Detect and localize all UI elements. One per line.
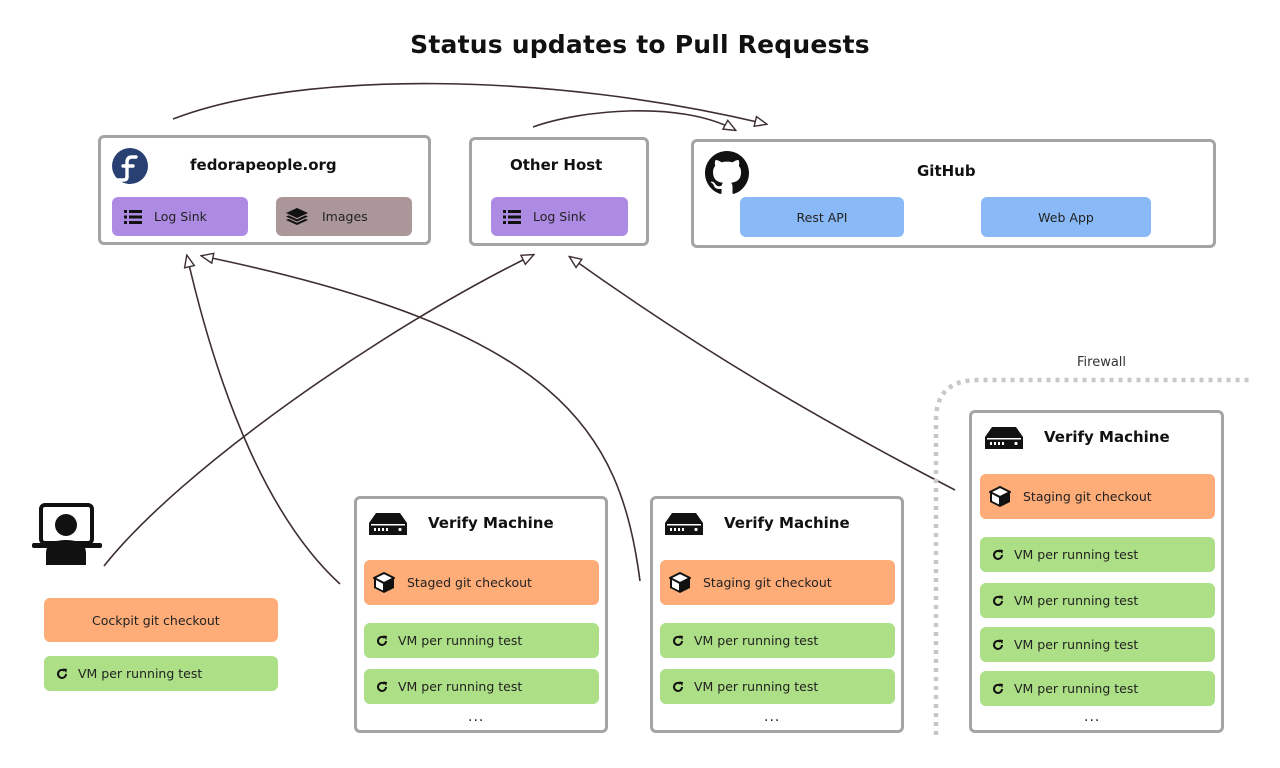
- verify-1-vm-2: VM per running test: [364, 669, 599, 704]
- developer-checkout-label: Cockpit git checkout: [92, 612, 220, 628]
- fedora-log-sink-label: Log Sink: [154, 209, 207, 224]
- verify-3-vm-1: VM per running test: [980, 537, 1215, 572]
- verify-1-checkout-label: Staged git checkout: [407, 575, 532, 590]
- web-app-label: Web App: [1038, 209, 1094, 225]
- verify-1-vm-1: VM per running test: [364, 623, 599, 658]
- refresh-icon: [56, 668, 68, 680]
- fedora-logo-icon: [111, 147, 149, 189]
- verify-3-vm-2-label: VM per running test: [1014, 593, 1139, 608]
- other-host-box: Other Host Log Sink: [469, 137, 649, 246]
- arrow-verify2-to-fedora: [202, 256, 641, 582]
- server-icon: [985, 427, 1023, 453]
- cube-icon: [373, 571, 395, 594]
- verify-3-checkout: Staging git checkout: [980, 474, 1215, 519]
- refresh-icon: [672, 635, 684, 647]
- verify-3-vm-4: VM per running test: [980, 671, 1215, 706]
- github-web-app: Web App: [981, 197, 1151, 237]
- refresh-icon: [376, 681, 388, 693]
- firewall-label: Firewall: [1077, 355, 1127, 370]
- other-host-title: Other Host: [510, 156, 603, 174]
- rest-api-label: Rest API: [796, 209, 848, 225]
- otherhost-log-sink-label: Log Sink: [533, 209, 586, 224]
- github-logo-icon: [705, 151, 749, 199]
- github-rest-api: Rest API: [740, 197, 904, 237]
- fedora-images-label: Images: [322, 209, 368, 224]
- verify-2-vm-1: VM per running test: [660, 623, 895, 658]
- verify-2-more: ...: [764, 709, 781, 725]
- laptop-user-icon: [32, 503, 102, 569]
- verify-1-vm-1-label: VM per running test: [398, 633, 523, 648]
- verify-3-vm-3-label: VM per running test: [1014, 637, 1139, 652]
- firewall-line: [933, 377, 1252, 735]
- verify-2-checkout-label: Staging git checkout: [703, 575, 832, 590]
- arrow-verify3-to-otherhost: [570, 257, 956, 491]
- verify-1-checkout: Staged git checkout: [364, 560, 599, 605]
- verify-3-vm-3: VM per running test: [980, 627, 1215, 662]
- verify-machine-2: Verify Machine Staging git checkout VM p…: [650, 496, 904, 733]
- verify-machine-2-title: Verify Machine: [724, 514, 850, 532]
- list-icon: [124, 209, 142, 224]
- verify-1-vm-2-label: VM per running test: [398, 679, 523, 694]
- server-icon: [369, 513, 407, 539]
- cube-icon: [669, 571, 691, 594]
- refresh-icon: [992, 683, 1004, 695]
- developer-vm-label: VM per running test: [78, 666, 203, 681]
- otherhost-log-sink: Log Sink: [491, 197, 628, 236]
- refresh-icon: [672, 681, 684, 693]
- layers-icon: [286, 207, 308, 226]
- verify-2-vm-1-label: VM per running test: [694, 633, 819, 648]
- fedora-log-sink: Log Sink: [112, 197, 248, 236]
- verify-machine-3-title: Verify Machine: [1044, 428, 1170, 446]
- cube-icon: [989, 485, 1011, 508]
- verify-3-vm-1-label: VM per running test: [1014, 547, 1139, 562]
- verify-machine-3: Verify Machine Staging git checkout VM p…: [969, 410, 1224, 733]
- verify-machine-1-title: Verify Machine: [428, 514, 554, 532]
- refresh-icon: [992, 549, 1004, 561]
- refresh-icon: [992, 595, 1004, 607]
- fedora-images: Images: [276, 197, 412, 236]
- fedorapeople-title: fedorapeople.org: [190, 156, 337, 174]
- verify-2-checkout: Staging git checkout: [660, 560, 895, 605]
- refresh-icon: [376, 635, 388, 647]
- fedorapeople-box: fedorapeople.org Log Sink Images: [98, 135, 431, 245]
- verify-3-vm-4-label: VM per running test: [1014, 681, 1139, 696]
- verify-3-more: ...: [1084, 709, 1101, 725]
- list-icon: [503, 209, 521, 224]
- verify-machine-1: Verify Machine Staged git checkout VM pe…: [354, 496, 608, 733]
- github-title: GitHub: [917, 162, 976, 180]
- verify-1-more: ...: [468, 709, 485, 725]
- server-icon: [665, 513, 703, 539]
- verify-2-vm-2-label: VM per running test: [694, 679, 819, 694]
- arrow-developer-to-otherhost: [103, 255, 533, 567]
- arrow-fedora-to-github: [172, 82, 766, 124]
- github-box: GitHub Rest API Web App: [691, 139, 1216, 248]
- developer-vm: VM per running test: [44, 656, 278, 691]
- verify-3-checkout-label: Staging git checkout: [1023, 489, 1152, 504]
- verify-3-vm-2: VM per running test: [980, 583, 1215, 618]
- developer-checkout: Cockpit git checkout: [44, 598, 278, 642]
- verify-2-vm-2: VM per running test: [660, 669, 895, 704]
- diagram-title: Status updates to Pull Requests: [410, 30, 870, 59]
- refresh-icon: [992, 639, 1004, 651]
- arrow-otherhost-to-github: [532, 109, 735, 130]
- arrow-verify1-to-fedora: [187, 256, 341, 585]
